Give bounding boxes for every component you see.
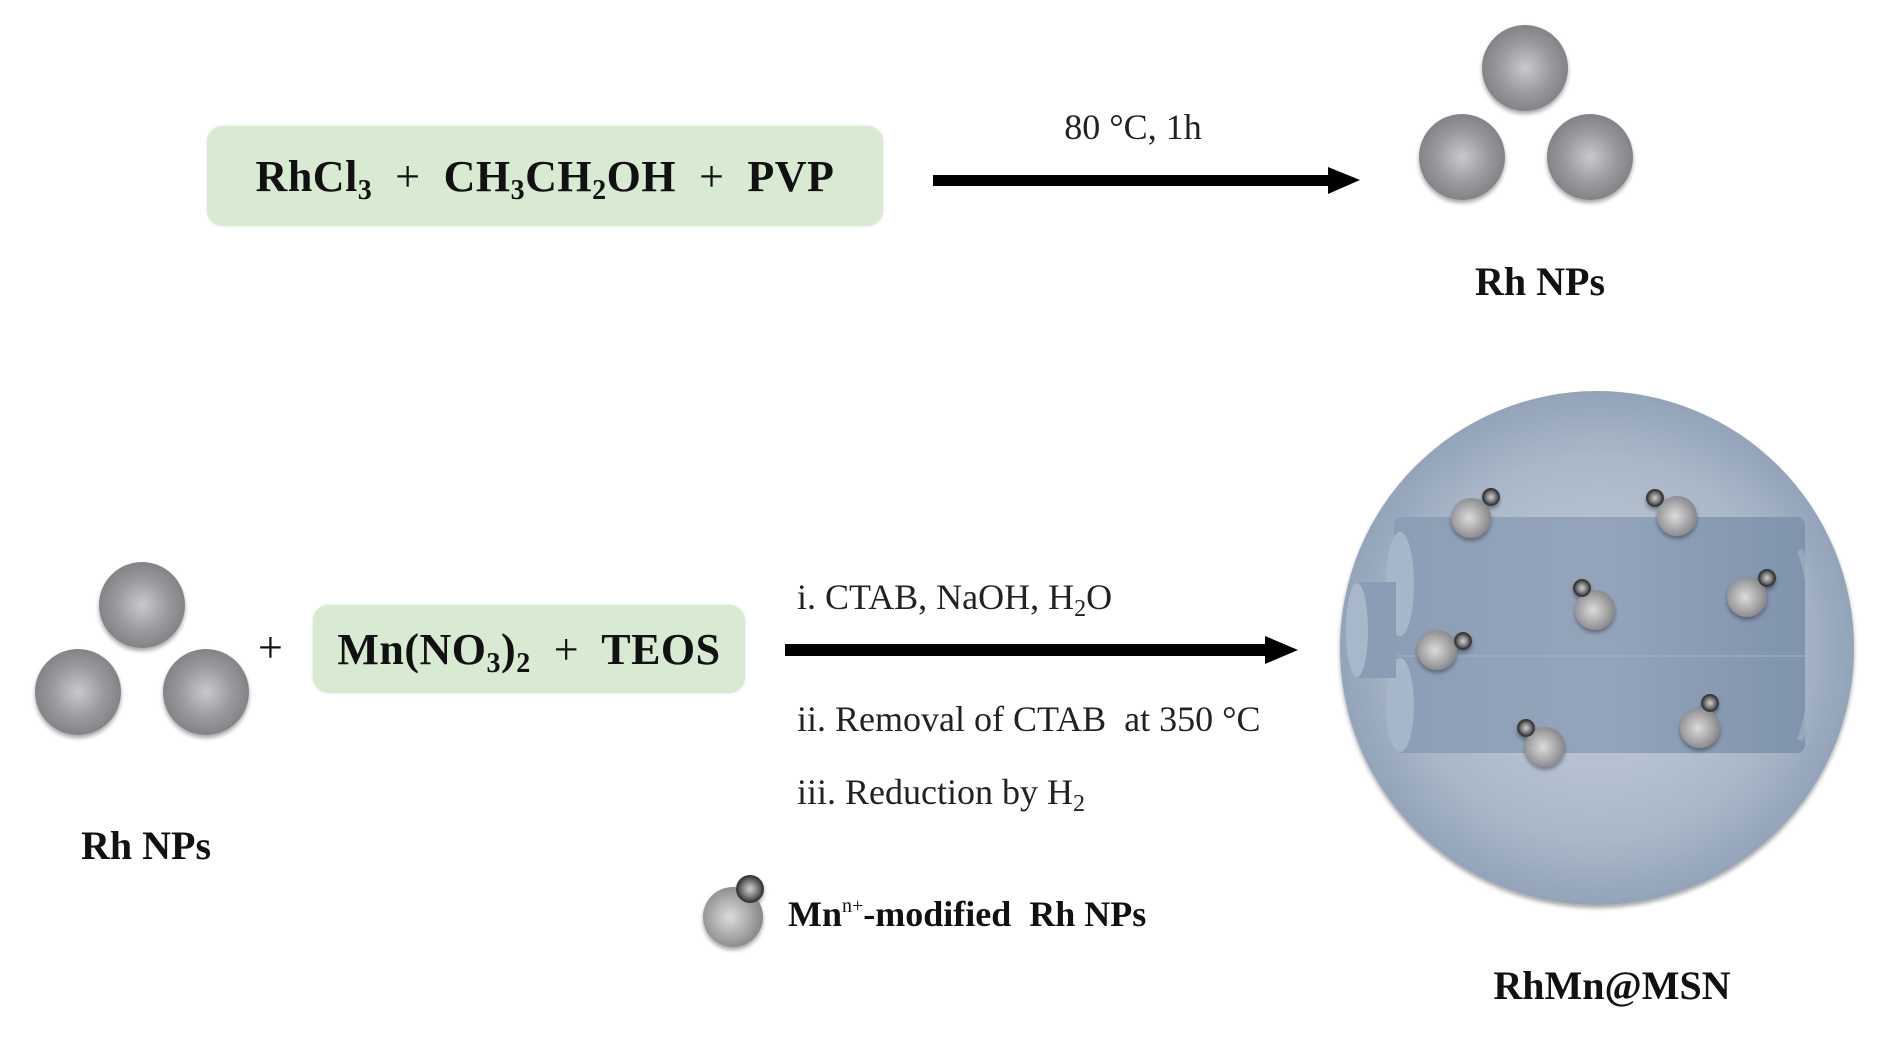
ethanol-formula: CH3CH2OH	[443, 151, 677, 205]
legend-icon	[703, 875, 764, 947]
rh-nanoparticle	[1727, 577, 1767, 617]
pvp-formula: PVP	[747, 151, 835, 201]
step1-condition: 80 °C, 1h	[1064, 107, 1202, 147]
mn-modified-rh-np	[1451, 488, 1500, 538]
ethanol-subscript: 3	[510, 174, 526, 206]
ethanol-part: CH	[525, 151, 593, 201]
step1-product-label: Rh NPs	[1474, 259, 1606, 304]
rhcl3-base: RhCl	[255, 151, 358, 201]
condition-subscript: 2	[1074, 596, 1087, 622]
mn-nitrate-part: Mn(NO	[337, 624, 487, 674]
rhcl3-formula: RhCl3	[255, 151, 373, 205]
step2-product-label: RhMn@MSN	[1493, 963, 1731, 1008]
ethanol-part: OH	[606, 151, 677, 201]
plus-sign: +	[395, 151, 421, 201]
step1-reagent-box: RhCl3 + CH3CH2OH + PVP	[207, 126, 883, 226]
step1-arrow-shaft	[933, 175, 1333, 186]
mn-modified-rh-np	[1417, 630, 1472, 670]
mn-species	[1454, 632, 1472, 650]
legend-text: Mn	[788, 894, 842, 934]
mn-modified-rh-np	[1573, 579, 1615, 630]
condition-text: O	[1086, 577, 1113, 617]
rh-nanoparticle	[1657, 496, 1697, 536]
rh-nanoparticle	[1451, 498, 1491, 538]
step2-start-label: Rh NPs	[80, 823, 212, 868]
rh-nanoparticle	[1482, 25, 1568, 111]
step2-condition-iii: iii. Reduction by H2	[797, 771, 1085, 816]
mn-species	[1701, 694, 1719, 712]
legend-superscript: n+	[842, 895, 864, 917]
legend-label: Mnn+-modified Rh NPs	[788, 893, 1146, 935]
condition-subscript: 2	[1072, 791, 1085, 817]
side-pore-opening	[1346, 583, 1368, 677]
rh-nanoparticle	[1525, 727, 1565, 767]
ethanol-subscript: 2	[592, 174, 607, 206]
rh-nanoparticle	[1575, 590, 1615, 630]
mn-species	[1573, 579, 1591, 597]
teos-formula: TEOS	[601, 624, 721, 674]
step1-arrow-head	[1328, 167, 1360, 194]
plus-sign: +	[553, 624, 580, 674]
step2-arrow-shaft	[785, 644, 1270, 656]
mn-modified-rh-np	[1680, 694, 1720, 748]
mn-species	[1758, 569, 1776, 587]
mesopore-channel-block	[1394, 517, 1805, 753]
ethanol-part: CH	[443, 151, 511, 201]
rh-nanoparticle	[1417, 630, 1457, 670]
mn-species	[1482, 488, 1500, 506]
rh-nanoparticle	[1680, 708, 1720, 748]
rh-nanoparticle	[163, 649, 249, 735]
mn-nitrate-subscript: 3	[486, 647, 502, 679]
legend-text: -modified Rh NPs	[863, 894, 1147, 934]
step1-reagents: RhCl3 + CH3CH2OH + PVP	[255, 151, 835, 205]
condition-text: i. CTAB, NaOH, H	[797, 577, 1075, 617]
legend-mn-species	[736, 875, 764, 903]
step2-arrow-head	[1265, 636, 1298, 664]
step2-condition-ii: ii. Removal of CTAB at 350 °C	[797, 699, 1261, 739]
channel-end	[1797, 548, 1814, 742]
mn-modified-rh-np	[1517, 719, 1565, 767]
channel-opening	[1386, 658, 1414, 752]
step2-arrow	[785, 636, 1298, 664]
mn-nitrate-part: )	[501, 624, 517, 674]
mn-species	[1646, 489, 1664, 507]
rh-nanoparticle	[1419, 114, 1505, 200]
condition-text: iii. Reduction by H	[797, 772, 1073, 812]
rh-nanoparticle	[99, 562, 185, 648]
rh-np-cluster-start	[35, 562, 249, 735]
rh-np-cluster-product	[1419, 25, 1633, 200]
plus-sign: +	[258, 623, 283, 672]
rhmn-msn-particle	[1340, 391, 1854, 905]
step1-arrow	[933, 167, 1360, 194]
mn-species	[1517, 719, 1535, 737]
mn-modified-rh-np	[1646, 489, 1697, 536]
mn-modified-rh-np	[1727, 569, 1776, 617]
mn-modified-rh-nps	[1417, 488, 1776, 767]
rh-nanoparticle	[35, 649, 121, 735]
rh-nanoparticle	[1547, 114, 1633, 200]
plus-sign: +	[699, 151, 725, 201]
mesopore-channels	[1346, 517, 1814, 753]
mn-nitrate-subscript: 2	[516, 647, 531, 679]
step2-condition-i: i. CTAB, NaOH, H2O	[797, 576, 1113, 621]
rhcl3-subscript: 3	[357, 174, 373, 206]
step2-reagents: Mn(NO3)2 + TEOS	[337, 624, 721, 678]
step2-reagent-box: Mn(NO3)2 + TEOS	[313, 605, 745, 693]
